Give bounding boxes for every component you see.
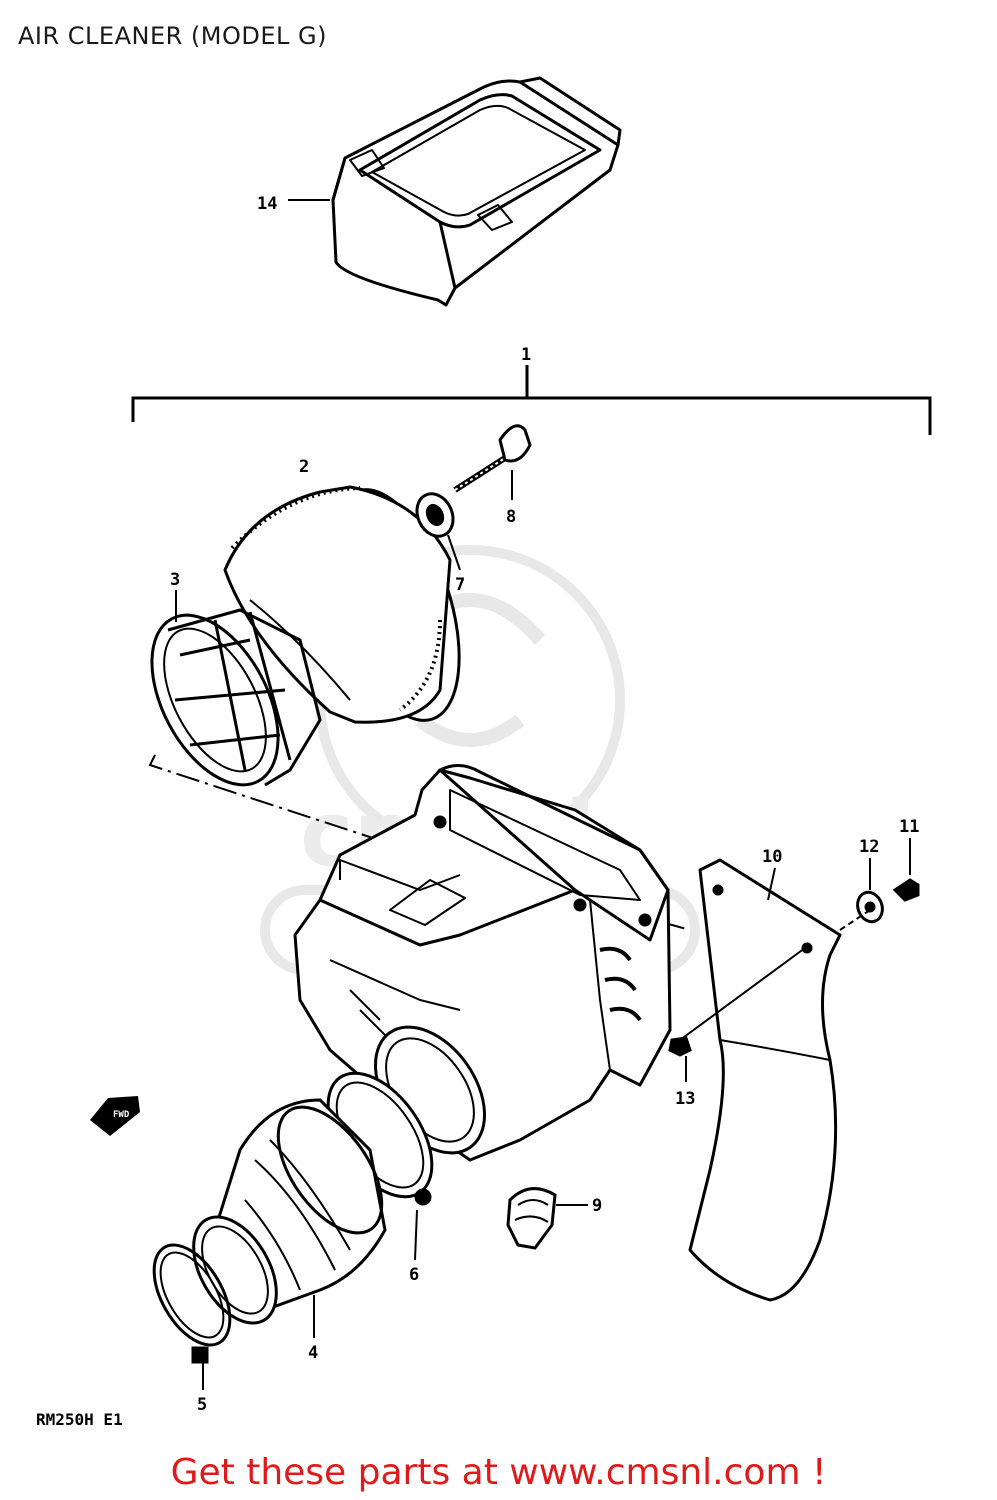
part-11-bolt bbox=[892, 878, 920, 902]
part-12-washer bbox=[856, 890, 884, 924]
part-10-guard bbox=[688, 858, 842, 1302]
callout-3: 3 bbox=[170, 570, 180, 590]
part-9-drain-plug bbox=[506, 1187, 557, 1250]
diagram-code: RM250H E1 bbox=[36, 1410, 123, 1429]
front-arrow-icon: FWD bbox=[90, 1096, 140, 1136]
part-2-filter-element bbox=[223, 485, 461, 724]
part-3-filter-cage bbox=[150, 608, 322, 787]
callout-12: 12 bbox=[859, 837, 879, 857]
diagram-title: AIR CLEANER (MODEL G) bbox=[18, 22, 327, 50]
callout-14: 14 bbox=[257, 194, 277, 214]
callout-5: 5 bbox=[197, 1395, 207, 1415]
part-4-intake-boot bbox=[192, 1098, 387, 1325]
part-5-clamp bbox=[152, 1243, 232, 1364]
callout-10: 10 bbox=[762, 847, 782, 867]
part-14-cover bbox=[331, 76, 622, 307]
svg-text:FWD: FWD bbox=[113, 1110, 130, 1120]
callout-1: 1 bbox=[521, 345, 531, 365]
callout-13: 13 bbox=[675, 1089, 695, 1109]
callout-7: 7 bbox=[455, 575, 465, 595]
callout-11: 11 bbox=[899, 817, 919, 837]
callout-4: 4 bbox=[308, 1343, 318, 1363]
callout-2: 2 bbox=[299, 457, 309, 477]
cta-link[interactable]: Get these parts at www.cmsnl.com ! bbox=[170, 1452, 827, 1493]
assembly-bracket bbox=[131, 365, 932, 435]
cta-banner: Get these parts at www.cmsnl.com ! bbox=[0, 1452, 997, 1493]
part-8-wing-bolt bbox=[453, 424, 532, 493]
part-13-grommet bbox=[668, 1036, 692, 1057]
callout-8: 8 bbox=[506, 507, 516, 527]
part-7-washer bbox=[415, 492, 455, 538]
air-box-body bbox=[293, 764, 672, 1162]
callout-9: 9 bbox=[592, 1196, 602, 1216]
callout-6: 6 bbox=[409, 1265, 419, 1285]
